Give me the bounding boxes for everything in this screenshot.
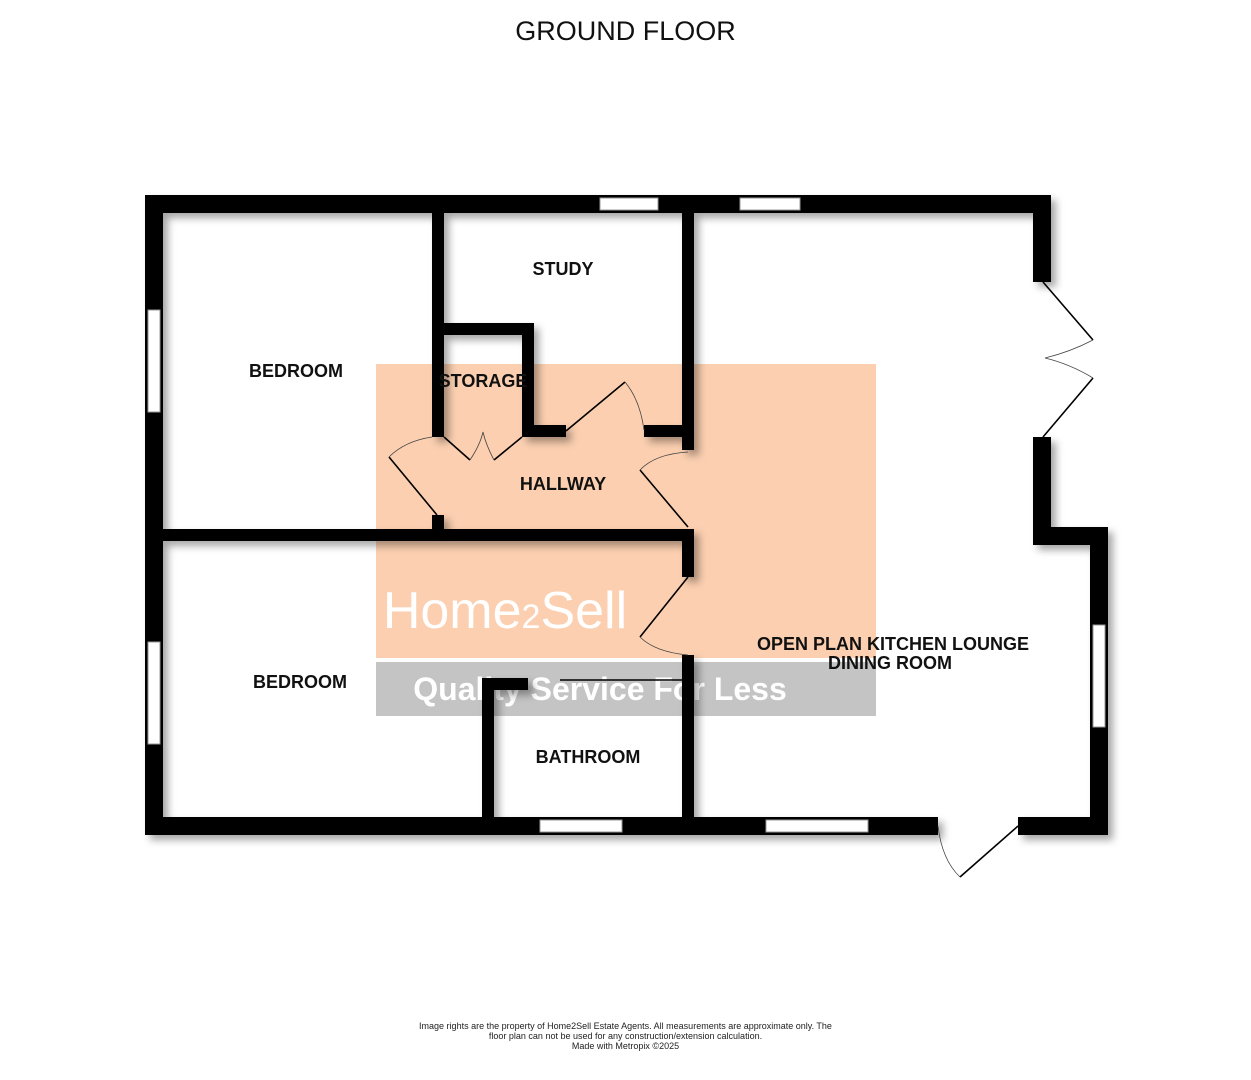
windows [147,197,1106,833]
window [1092,624,1106,728]
window [765,819,869,833]
doors [388,281,1094,878]
window [147,641,161,745]
room-label-dining: DINING ROOM [828,653,952,673]
window [739,197,801,211]
room-label-open-plan: OPEN PLAN KITCHEN LOUNGE [757,634,1029,654]
watermark-tagline-box [376,662,876,716]
watermark-logo: Home2Sell [383,582,627,640]
watermark-tagline: Quality Service For Less [413,671,787,707]
disclaimer-text: Image rights are the property of Home2Se… [419,1021,832,1041]
window [539,819,623,833]
window [599,197,659,211]
room-label-study: STUDY [532,259,593,279]
window [147,309,161,413]
room-label-hallway: HALLWAY [520,474,606,494]
floor-title: GROUND FLOOR [515,16,736,46]
room-label-bedroom: BEDROOM [249,361,343,381]
made-with-text: Made with Metropix ©2025 [571,1041,680,1051]
watermark-logo-box [376,364,876,658]
room-label-bedroom-2: BEDROOM [253,672,347,692]
watermark: Home2Sell Quality Service For Less [376,364,876,716]
room-label-bathroom: BATHROOM [536,747,641,767]
room-label-storage: STORAGE [439,371,528,391]
disclaimer: Image rights are the property of Home2Se… [0,1021,1251,1051]
